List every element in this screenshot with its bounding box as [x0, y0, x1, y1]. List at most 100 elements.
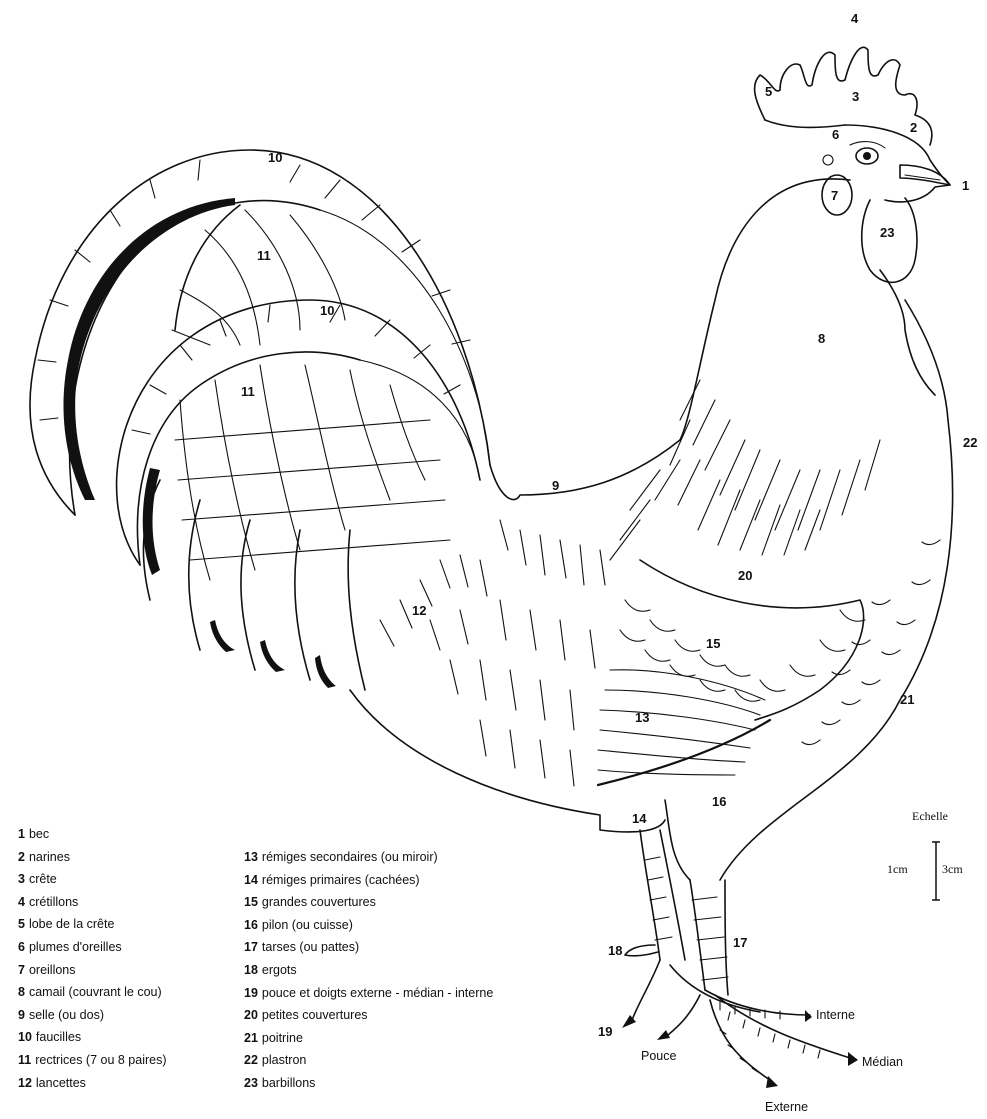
- toe-label-pouce: Pouce: [641, 1049, 676, 1063]
- legend-number: 5: [18, 917, 25, 931]
- legend-item: 12 lancettes: [18, 1072, 167, 1095]
- legend-text: rectrices (7 ou 8 paires): [35, 1053, 166, 1067]
- scale-title: Echelle: [912, 809, 948, 823]
- callout-7: 7: [831, 188, 838, 203]
- legend-number: 9: [18, 1008, 25, 1022]
- legend-number: 4: [18, 895, 25, 909]
- legend-number: 13: [244, 850, 258, 864]
- callout-20: 20: [738, 568, 752, 583]
- legend-text: plumes d'oreilles: [29, 940, 122, 954]
- legend-item: 18 ergots: [244, 959, 493, 982]
- legend-item: 13 rémiges secondaires (ou miroir): [244, 846, 493, 869]
- legend-number: 19: [244, 986, 258, 1000]
- callout-10-lower: 10: [320, 303, 334, 318]
- callout-11-lower: 11: [241, 384, 255, 399]
- legend-item: 11 rectrices (7 ou 8 paires): [18, 1049, 167, 1072]
- legend-item: 4 crétillons: [18, 891, 167, 914]
- toe-label-median: Médian: [862, 1055, 903, 1069]
- callout-6: 6: [832, 127, 839, 142]
- callout-13: 13: [635, 710, 649, 725]
- legend-text: pouce et doigts externe - médian - inter…: [262, 986, 493, 1000]
- legend-item: 17 tarses (ou pattes): [244, 936, 493, 959]
- legend-number: 8: [18, 985, 25, 999]
- legend-item: 20 petites couvertures: [244, 1004, 493, 1027]
- legend-text: crête: [29, 872, 57, 886]
- legend-number: 11: [18, 1053, 31, 1067]
- legend-right: 13 rémiges secondaires (ou miroir) 14 rémig…: [244, 846, 493, 1095]
- scale-left-label: 1cm: [887, 862, 908, 876]
- callout-15: 15: [706, 636, 720, 651]
- legend-item: 14 rémiges primaires (cachées): [244, 869, 493, 892]
- legend-text: rémiges secondaires (ou miroir): [262, 850, 438, 864]
- callout-23: 23: [880, 225, 894, 240]
- callout-16: 16: [712, 794, 726, 809]
- callout-18: 18: [608, 943, 622, 958]
- legend-number: 14: [244, 873, 258, 887]
- legend-number: 12: [18, 1076, 32, 1090]
- legend-number: 16: [244, 918, 258, 932]
- callout-21: 21: [900, 692, 914, 707]
- callout-9: 9: [552, 478, 559, 493]
- legend-number: 23: [244, 1076, 258, 1090]
- legend-item: 23 barbillons: [244, 1072, 493, 1095]
- legend-item: 1 bec: [18, 823, 167, 846]
- legend-number: 1: [18, 827, 25, 841]
- callout-19: 19: [598, 1024, 612, 1039]
- legend-text: poitrine: [262, 1031, 303, 1045]
- legend-item: 2 narines: [18, 846, 167, 869]
- legend-number: 2: [18, 850, 25, 864]
- scale-bar: Echelle 1cm 3cm: [887, 809, 963, 900]
- callout-14: 14: [632, 811, 647, 826]
- legend-text: plastron: [262, 1053, 306, 1067]
- legend-number: 17: [244, 940, 258, 954]
- legend-item: 6 plumes d'oreilles: [18, 936, 167, 959]
- legend-number: 20: [244, 1008, 258, 1022]
- legend-text: barbillons: [262, 1076, 316, 1090]
- legend-text: petites couvertures: [262, 1008, 368, 1022]
- callout-4: 4: [851, 11, 859, 26]
- legend-text: rémiges primaires (cachées): [262, 873, 420, 887]
- callout-8: 8: [818, 331, 825, 346]
- head: [755, 47, 950, 282]
- legend-item: 10 faucilles: [18, 1026, 167, 1049]
- legend-text: ergots: [262, 963, 297, 977]
- legend-text: tarses (ou pattes): [262, 940, 359, 954]
- legend-text: narines: [29, 850, 70, 864]
- legend-item: 15 grandes couvertures: [244, 891, 493, 914]
- legend-text: selle (ou dos): [29, 1008, 104, 1022]
- legend-text: bec: [29, 827, 49, 841]
- legend-text: crétillons: [29, 895, 78, 909]
- toe-label-externe: Externe: [765, 1100, 808, 1114]
- legend-item: 7 oreillons: [18, 959, 167, 982]
- legend-number: 6: [18, 940, 25, 954]
- body: [350, 300, 953, 880]
- callout-5: 5: [765, 84, 772, 99]
- legend-text: pilon (ou cuisse): [262, 918, 353, 932]
- legend-item: 19 pouce et doigts externe - médian - int…: [244, 982, 493, 1005]
- legend-number: 3: [18, 872, 25, 886]
- legend-item: 3 crête: [18, 868, 167, 891]
- callout-1: 1: [962, 178, 969, 193]
- legend-number: 18: [244, 963, 258, 977]
- legend-number: 21: [244, 1031, 258, 1045]
- legend-text: faucilles: [36, 1030, 81, 1044]
- callout-2: 2: [910, 120, 917, 135]
- legend-text: oreillons: [29, 963, 76, 977]
- scale-right-label: 3cm: [942, 862, 963, 876]
- legend-item: 21 poitrine: [244, 1027, 493, 1050]
- legend-text: grandes couvertures: [262, 895, 376, 909]
- legend-number: 22: [244, 1053, 258, 1067]
- callout-22: 22: [963, 435, 977, 450]
- callout-17: 17: [733, 935, 747, 950]
- legend-item: 9 selle (ou dos): [18, 1004, 167, 1027]
- legend-number: 15: [244, 895, 258, 909]
- legend-text: lancettes: [36, 1076, 86, 1090]
- legend-text: camail (couvrant le cou): [29, 985, 162, 999]
- legend-number: 7: [18, 963, 25, 977]
- legend-number: 10: [18, 1030, 32, 1044]
- legend-item: 22 plastron: [244, 1049, 493, 1072]
- legend-item: 16 pilon (ou cuisse): [244, 914, 493, 937]
- callout-11-upper: 11: [257, 248, 271, 263]
